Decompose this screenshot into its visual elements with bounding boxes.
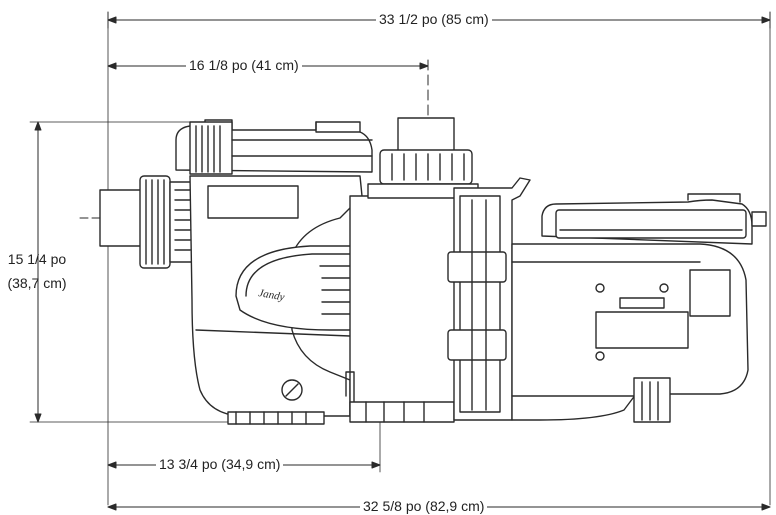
inlet-union <box>79 175 193 269</box>
variable-speed-controller <box>541 193 767 245</box>
motor-body <box>511 243 749 423</box>
base-length-label: 32 5/8 po (82,9 cm) <box>360 498 488 514</box>
overall-length-label: 33 1/2 po (85 cm) <box>376 11 492 27</box>
height-label-line1: 15 1/4 po <box>7 251 67 267</box>
brand-mark: Jandy <box>257 287 285 303</box>
outlet-union <box>367 117 479 199</box>
strainer-lid <box>175 119 373 175</box>
base-to-outlet-label: 13 3/4 po (34,9 cm) <box>156 456 284 472</box>
inlet-to-outlet-label: 16 1/8 po (41 cm) <box>186 57 302 73</box>
motor-flange <box>447 177 531 421</box>
volute-body <box>345 195 463 423</box>
height-label: 15 1/4 po (38,7 cm) <box>0 251 74 291</box>
height-label-line2: (38,7 cm) <box>7 275 67 291</box>
